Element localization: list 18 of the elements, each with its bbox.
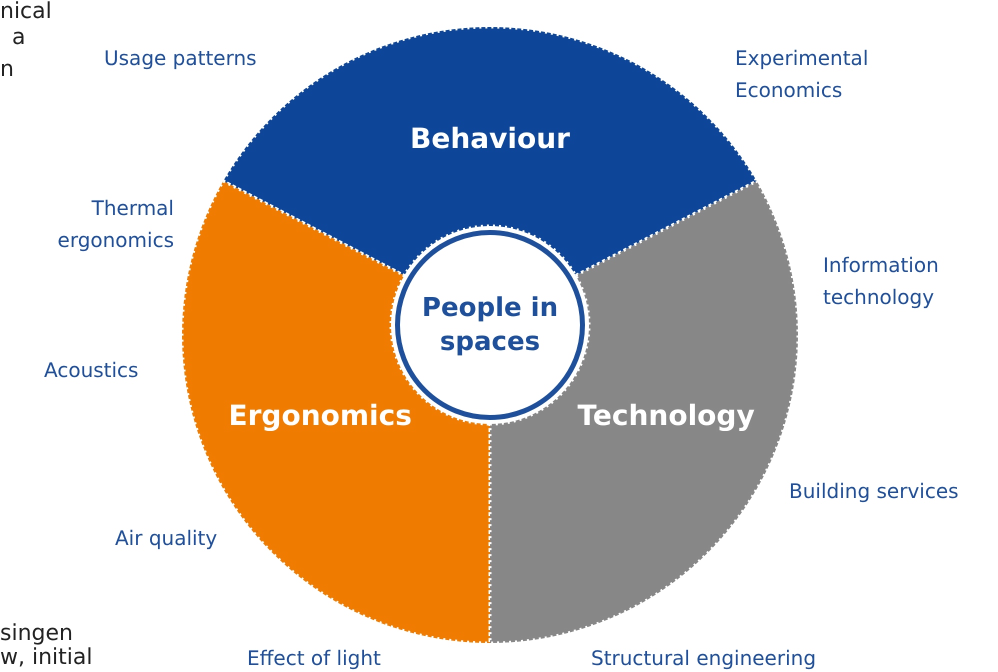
sector-title: Ergonomics bbox=[228, 398, 412, 432]
sector-title: Technology bbox=[578, 398, 755, 432]
text-fragment: singen bbox=[0, 620, 73, 647]
sector-title: Behaviour bbox=[410, 122, 570, 154]
center-title: People in spaces bbox=[420, 292, 560, 359]
topic-label: Building services bbox=[789, 478, 959, 505]
text-fragment: w, initial bbox=[0, 645, 92, 672]
topic-label: Information technology bbox=[823, 252, 940, 311]
text-fragment: n bbox=[0, 56, 14, 84]
text-fragment: nical bbox=[0, 0, 52, 26]
topic-label: Air quality bbox=[115, 525, 218, 552]
topic-label: Acoustics bbox=[44, 357, 138, 384]
topic-label: Usage patterns bbox=[104, 45, 257, 72]
topic-label: Thermal ergonomics bbox=[56, 195, 174, 254]
topic-label: Experimental Economics bbox=[735, 45, 870, 104]
topic-label: Effect of light bbox=[247, 645, 381, 672]
text-fragment: a bbox=[12, 24, 26, 52]
topic-label: Structural engineering bbox=[591, 645, 816, 672]
